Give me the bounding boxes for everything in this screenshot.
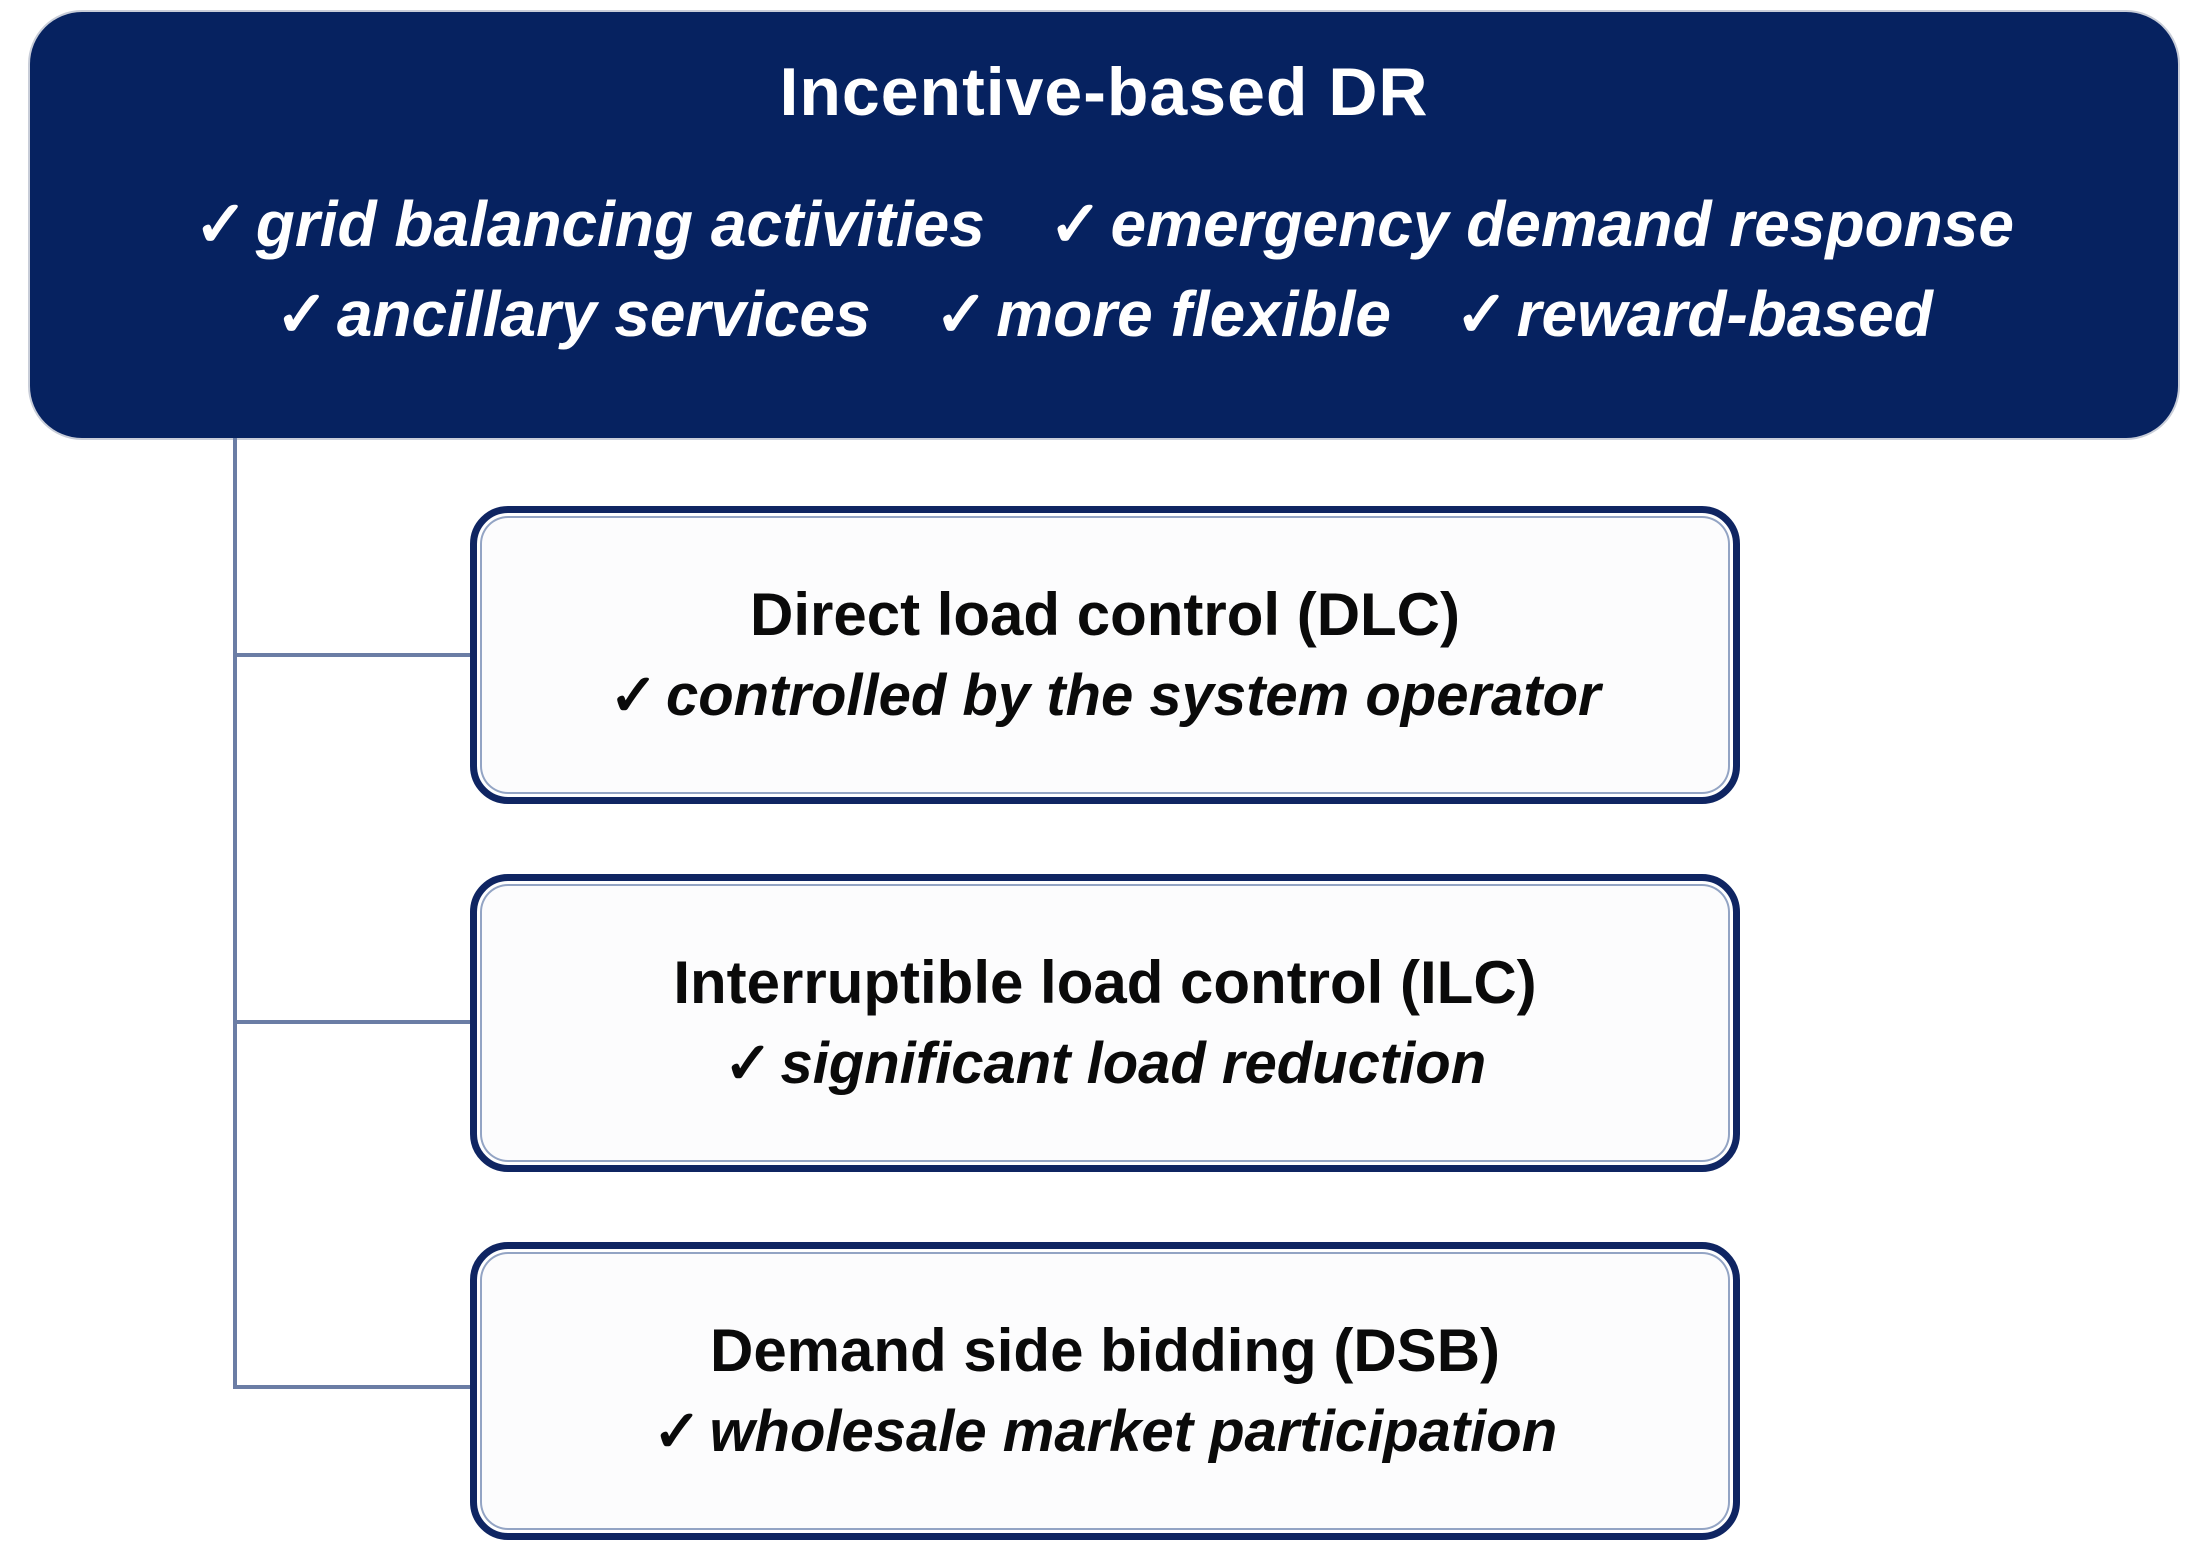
check-icon: ✓ bbox=[275, 278, 329, 350]
check-icon: ✓ bbox=[609, 663, 658, 729]
ilc-box: Interruptible load control (ILC) ✓signif… bbox=[470, 874, 1740, 1172]
check-icon: ✓ bbox=[934, 278, 989, 350]
dsb-title: Demand side bidding (DSB) bbox=[709, 1317, 1501, 1385]
feature-label: emergency demand response bbox=[1110, 188, 2014, 260]
dsb-feature: ✓wholesale market participation bbox=[653, 1397, 1557, 1467]
check-icon: ✓ bbox=[652, 1399, 702, 1465]
connector-branch-line-dsb bbox=[233, 1385, 470, 1389]
ilc-title: Interruptible load control (ILC) bbox=[673, 949, 1537, 1017]
incentive-based-dr-box: Incentive-based DR ✓grid balancing activ… bbox=[30, 12, 2178, 438]
feature-label: grid balancing activities bbox=[255, 188, 985, 260]
root-title: Incentive-based DR bbox=[779, 54, 1429, 130]
feature-item: ✓emergency demand response bbox=[1049, 184, 2014, 264]
dsb-box: Demand side bidding (DSB) ✓wholesale mar… bbox=[470, 1242, 1740, 1540]
dlc-box: Direct load control (DLC) ✓controlled by… bbox=[470, 506, 1740, 804]
root-feature-list: ✓grid balancing activities ✓emergency de… bbox=[194, 184, 2014, 354]
connector-branch-line-ilc bbox=[233, 1020, 470, 1024]
connector-vertical-line bbox=[233, 438, 237, 1388]
feature-label: controlled by the system operator bbox=[665, 663, 1601, 729]
feature-label: more flexible bbox=[996, 278, 1392, 350]
dlc-title: Direct load control (DLC) bbox=[749, 581, 1460, 649]
feature-item: ✓reward-based bbox=[1455, 274, 1933, 354]
check-icon: ✓ bbox=[723, 1031, 773, 1097]
feature-item: ✓grid balancing activities bbox=[194, 184, 985, 264]
ilc-feature: ✓significant load reduction bbox=[724, 1029, 1486, 1099]
feature-line-2: ✓ancillary services ✓more flexible ✓rewa… bbox=[275, 274, 1933, 354]
check-icon: ✓ bbox=[194, 188, 248, 260]
check-icon: ✓ bbox=[1455, 278, 1509, 350]
feature-item: ✓ancillary services bbox=[275, 274, 870, 354]
feature-label: wholesale market participation bbox=[709, 1399, 1558, 1465]
dlc-feature: ✓controlled by the system operator bbox=[609, 661, 1600, 731]
feature-line-1: ✓grid balancing activities ✓emergency de… bbox=[194, 184, 2014, 264]
feature-label: significant load reduction bbox=[780, 1031, 1487, 1097]
check-icon: ✓ bbox=[1048, 188, 1103, 260]
feature-label: ancillary services bbox=[336, 278, 871, 350]
feature-item: ✓more flexible bbox=[935, 274, 1391, 354]
feature-label: reward-based bbox=[1516, 278, 1933, 350]
connector-branch-line-dlc bbox=[233, 653, 470, 657]
